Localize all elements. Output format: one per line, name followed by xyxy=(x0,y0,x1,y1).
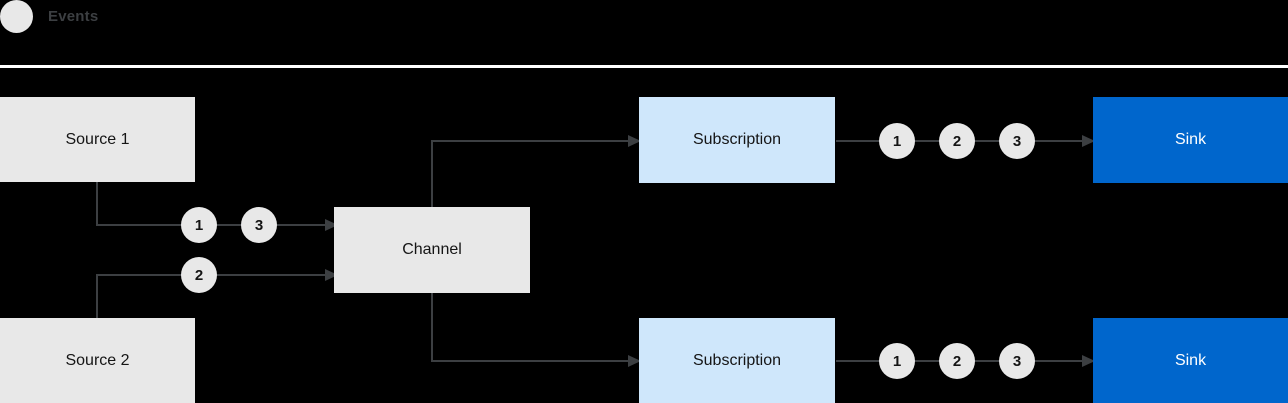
node-subscription-top-label: Subscription xyxy=(692,131,782,148)
event-chip: 3 xyxy=(241,207,277,243)
legend-event-dot-icon xyxy=(0,0,33,33)
node-channel[interactable]: Channel xyxy=(334,207,530,293)
node-source-1[interactable]: Source 1 xyxy=(0,97,195,182)
legend-label: Events xyxy=(48,8,99,25)
node-source-1-label: Source 1 xyxy=(65,130,130,148)
event-chip: 2 xyxy=(181,257,217,293)
node-subscription-bottom-label: Subscription xyxy=(692,351,782,369)
node-subscription-bottom[interactable]: Subscription xyxy=(639,318,835,403)
node-source-2-label: Source 2 xyxy=(65,351,130,369)
node-subscription-top[interactable]: Subscription xyxy=(639,97,835,183)
node-source-2[interactable]: Source 2 xyxy=(0,318,195,403)
node-sink-top[interactable]: Sink xyxy=(1093,97,1288,183)
legend: Events xyxy=(0,0,98,33)
event-chip: 2 xyxy=(939,343,975,379)
event-chip: 3 xyxy=(999,123,1035,159)
event-chip: 2 xyxy=(939,123,975,159)
event-chip: 1 xyxy=(181,207,217,243)
legend-divider xyxy=(0,65,1288,68)
event-chip: 3 xyxy=(999,343,1035,379)
node-sink-top-label: Sink xyxy=(1174,131,1207,148)
node-sink-bottom[interactable]: Sink xyxy=(1093,318,1288,403)
node-sink-bottom-label: Sink xyxy=(1174,351,1207,369)
event-chip: 1 xyxy=(879,123,915,159)
event-chip: 1 xyxy=(879,343,915,379)
node-channel-label: Channel xyxy=(402,241,462,258)
